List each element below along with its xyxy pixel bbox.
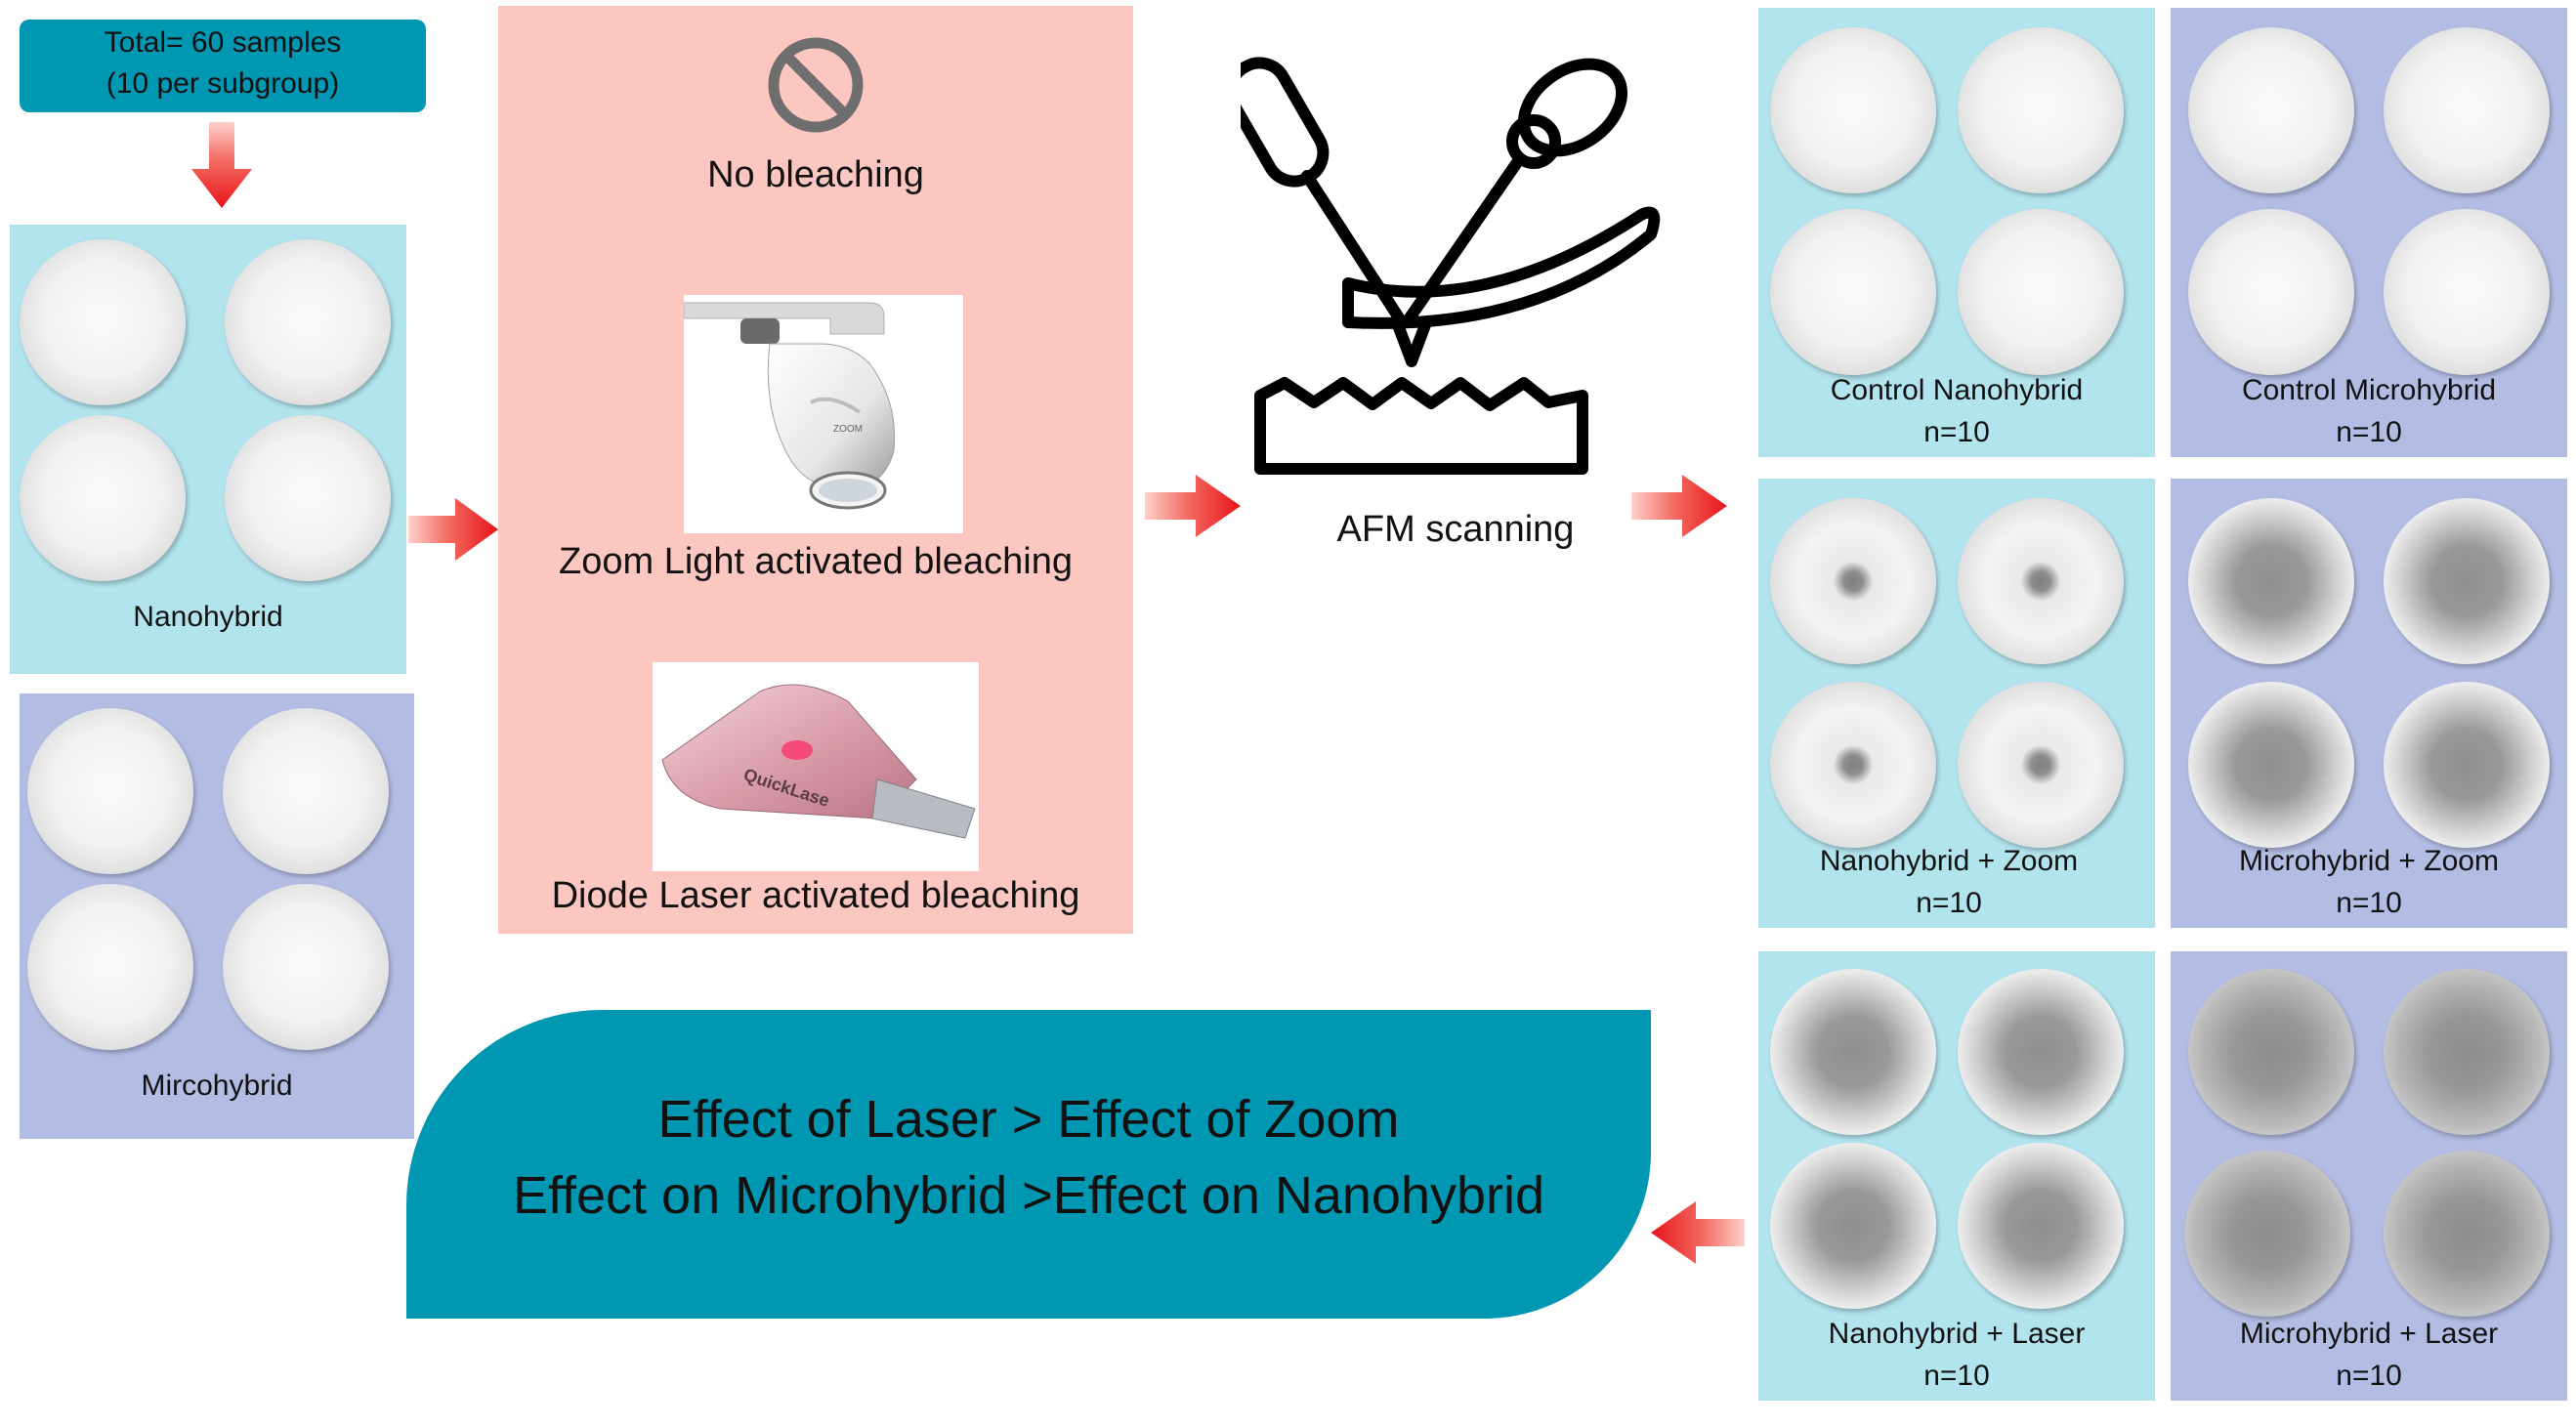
subgroup-n: n=10	[2336, 1360, 2402, 1392]
sample-disc	[2384, 1151, 2550, 1317]
nanohybrid-label: Nanohybrid	[133, 601, 283, 633]
right-arrow-icon	[408, 498, 498, 561]
sample-disc	[27, 708, 193, 874]
nanohybrid-group-panel: Nanohybrid	[10, 225, 406, 674]
subgroup-n: n=10	[2336, 416, 2402, 448]
down-arrow-icon	[191, 122, 252, 208]
sample-disc	[225, 239, 391, 405]
sample-disc	[225, 415, 391, 581]
sample-disc	[1770, 969, 1936, 1135]
microhybrid-label: Mircohybrid	[141, 1070, 293, 1102]
subgroup-name: Nanohybrid + Zoom	[1819, 845, 2079, 877]
sample-disc	[2188, 969, 2354, 1135]
sample-disc	[1958, 498, 2124, 664]
sample-disc	[2384, 498, 2550, 664]
zoom-bleaching-label: Zoom Light activated bleaching	[559, 541, 1073, 582]
subgroup-microhybrid-laser: Microhybrid + Laser n=10	[2171, 951, 2567, 1401]
zoom-device-text: ZOOM	[833, 424, 863, 435]
subgroup-n: n=10	[1923, 416, 1990, 448]
subgroup-microhybrid-zoom: Microhybrid + Zoom n=10	[2171, 479, 2567, 928]
sample-disc	[2384, 969, 2550, 1135]
subgroup-name: Control Microhybrid	[2241, 374, 2497, 406]
sample-disc	[2184, 1151, 2350, 1317]
sample-disc	[223, 708, 389, 874]
subgroup-nanohybrid-zoom: Nanohybrid + Zoom n=10	[1758, 479, 2155, 928]
sample-disc	[1770, 1143, 1936, 1309]
laser-bleaching-label: Diode Laser activated bleaching	[551, 875, 1080, 916]
no-bleaching-icon	[768, 37, 864, 133]
total-samples-line2: (10 per subgroup)	[106, 67, 340, 100]
right-arrow-icon	[1631, 475, 1727, 537]
total-samples-line1: Total= 60 samples	[104, 26, 342, 59]
sample-disc	[1958, 682, 2124, 848]
sample-disc	[27, 884, 193, 1050]
sample-disc	[20, 415, 186, 581]
sample-disc	[1770, 209, 1936, 375]
sample-disc	[1958, 27, 2124, 193]
diode-laser-image: QuickLase	[653, 662, 979, 871]
sample-disc	[2384, 209, 2550, 375]
left-arrow-icon	[1651, 1201, 1745, 1264]
sample-disc	[1770, 498, 1936, 664]
subgroup-name: Nanohybrid + Laser	[1828, 1318, 2086, 1350]
subgroup-n: n=10	[2336, 887, 2402, 919]
sample-disc	[2188, 209, 2354, 375]
treatments-panel: No bleaching ZOOM Zoom Light activated b…	[498, 6, 1133, 934]
subgroup-n: n=10	[1923, 1360, 1990, 1392]
subgroup-control-nanohybrid: Control Nanohybrid n=10	[1758, 8, 2155, 457]
afm-scanning-icon	[1241, 57, 1661, 475]
sample-disc	[2188, 682, 2354, 848]
subgroup-name: Microhybrid + Laser	[2239, 1318, 2499, 1350]
sample-disc	[1958, 1143, 2124, 1309]
conclusion-line2: Effect on Microhybrid >Effect on Nanohyb…	[512, 1166, 1545, 1225]
sample-disc	[1770, 682, 1936, 848]
microhybrid-group-panel: Mircohybrid	[20, 693, 414, 1139]
subgroup-control-microhybrid: Control Microhybrid n=10	[2171, 8, 2567, 457]
right-arrow-icon	[1145, 475, 1241, 537]
conclusion-box: Effect of Laser > Effect of Zoom Effect …	[406, 1010, 1651, 1319]
subgroup-name: Microhybrid + Zoom	[2239, 845, 2499, 877]
sample-disc	[223, 884, 389, 1050]
subgroup-n: n=10	[1916, 887, 1982, 919]
afm-scanning-label: AFM scanning	[1336, 509, 1575, 550]
total-samples-box: Total= 60 samples (10 per subgroup)	[20, 20, 426, 112]
subgroup-nanohybrid-laser: Nanohybrid + Laser n=10	[1758, 951, 2155, 1401]
sample-disc	[2188, 498, 2354, 664]
sample-disc	[1958, 209, 2124, 375]
sample-disc	[2188, 27, 2354, 193]
sample-disc	[1958, 969, 2124, 1135]
sample-disc	[20, 239, 186, 405]
zoom-lamp-image: ZOOM	[683, 295, 963, 533]
sample-disc	[2384, 27, 2550, 193]
sample-disc	[1770, 27, 1936, 193]
subgroup-name: Control Nanohybrid	[1830, 374, 2084, 406]
conclusion-line1: Effect of Laser > Effect of Zoom	[657, 1090, 1400, 1149]
sample-disc	[2384, 682, 2550, 848]
no-bleaching-label: No bleaching	[707, 154, 924, 195]
